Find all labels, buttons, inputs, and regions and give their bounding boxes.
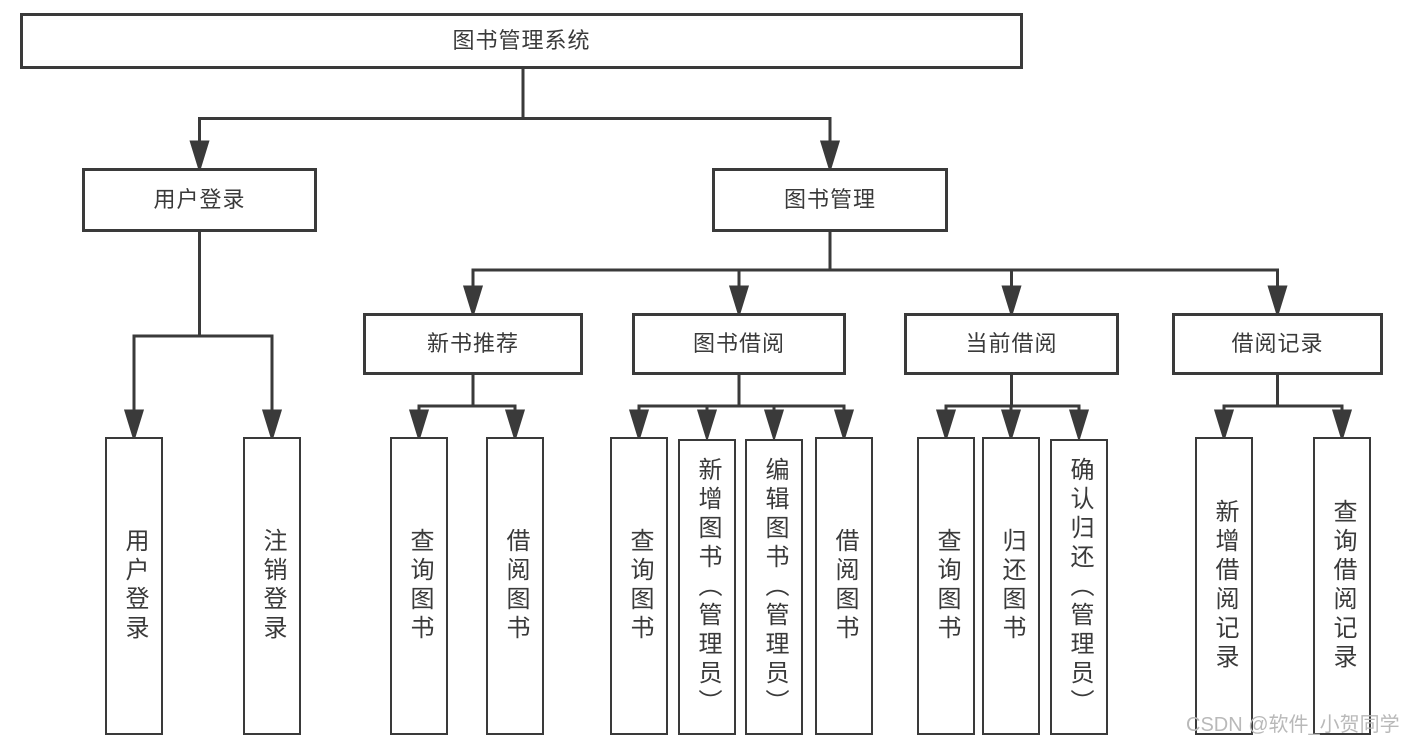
leaf-label: 查询借阅记录 — [1329, 499, 1356, 673]
arrow-down-icon — [123, 409, 145, 443]
arrow-down-icon — [1000, 409, 1022, 443]
leaf-recommend-query-book: 查询图书 — [390, 437, 448, 735]
edge-book-management-to-level3 — [462, 232, 1288, 319]
arrow-down-icon — [819, 140, 841, 174]
node-label: 图书借阅 — [692, 331, 785, 356]
leaf-add-borrow-record: 新增借阅记录 — [1195, 437, 1253, 735]
arrow-down-icon — [1068, 409, 1090, 443]
arrow-down-icon — [1331, 409, 1353, 443]
leaf-label: 查询图书 — [626, 528, 653, 644]
leaf-label: 用户登录 — [121, 528, 148, 644]
leaf-borrow-borrow-book: 借阅图书 — [815, 437, 873, 735]
leaf-label: 查询图书 — [933, 528, 960, 644]
arrow-down-icon — [1213, 409, 1235, 443]
watermark: CSDN @软件_小贺同学 — [1186, 714, 1400, 736]
arrow-down-icon — [504, 409, 526, 443]
arrow-down-icon — [1001, 285, 1022, 319]
arrow-down-icon — [696, 409, 718, 443]
node-book-borrowing: 图书借阅 — [632, 313, 846, 375]
node-label: 用户登录 — [153, 187, 246, 212]
arrow-down-icon — [1267, 285, 1288, 319]
edge-user-login-to-leaves — [123, 232, 283, 443]
node-label: 当前借阅 — [965, 331, 1058, 356]
leaf-label: 查询图书 — [406, 528, 433, 644]
leaf-label: 借阅图书 — [831, 528, 858, 644]
node-borrowing-records: 借阅记录 — [1172, 313, 1383, 375]
leaf-label: 借阅图书 — [502, 528, 529, 644]
node-new-book-recommendation: 新书推荐 — [363, 313, 583, 375]
leaf-current-query-book: 查询图书 — [917, 437, 975, 735]
node-user-login: 用户登录 — [82, 168, 317, 232]
leaf-label: 编辑图书（管理员） — [761, 456, 788, 718]
leaf-label: 确认归还（管理员） — [1066, 456, 1093, 718]
leaf-label: 新增借阅记录 — [1211, 499, 1238, 673]
edge-root-to-level2 — [189, 69, 841, 174]
edge-current-to-leaves — [935, 375, 1090, 443]
leaf-return-book: 归还图书 — [982, 437, 1040, 735]
leaf-logout: 注销登录 — [243, 437, 301, 735]
leaf-label: 归还图书 — [998, 528, 1025, 644]
node-book-management: 图书管理 — [712, 168, 948, 232]
leaf-user-login: 用户登录 — [105, 437, 163, 735]
edge-borrowing-to-leaves — [628, 375, 855, 443]
node-current-borrowing: 当前借阅 — [904, 313, 1119, 375]
arrow-down-icon — [462, 285, 484, 319]
node-label: 图书管理 — [783, 187, 876, 212]
arrow-down-icon — [833, 409, 855, 443]
arrow-down-icon — [728, 285, 750, 319]
arrow-down-icon — [935, 409, 957, 443]
edge-recommendation-to-leaves — [408, 375, 526, 443]
node-label: 图书管理系统 — [452, 28, 591, 53]
leaf-confirm-return-admin: 确认归还（管理员） — [1050, 439, 1108, 735]
leaf-edit-book-admin: 编辑图书（管理员） — [745, 439, 803, 735]
leaf-borrow-query-book: 查询图书 — [610, 437, 668, 735]
arrow-down-icon — [261, 409, 283, 443]
node-label: 借阅记录 — [1231, 331, 1324, 356]
node-library-management-system: 图书管理系统 — [20, 13, 1023, 69]
edge-records-to-leaves — [1213, 375, 1353, 443]
arrow-down-icon — [763, 409, 785, 443]
arrow-down-icon — [408, 409, 430, 443]
arrow-down-icon — [628, 409, 650, 443]
leaf-query-borrow-record: 查询借阅记录 — [1313, 437, 1371, 735]
node-label: 新书推荐 — [426, 331, 519, 356]
leaf-add-book-admin: 新增图书（管理员） — [678, 439, 736, 735]
leaf-label: 新增图书（管理员） — [694, 456, 721, 718]
leaf-recommend-borrow-book: 借阅图书 — [486, 437, 544, 735]
leaf-label: 注销登录 — [259, 528, 286, 644]
arrow-down-icon — [189, 140, 210, 174]
